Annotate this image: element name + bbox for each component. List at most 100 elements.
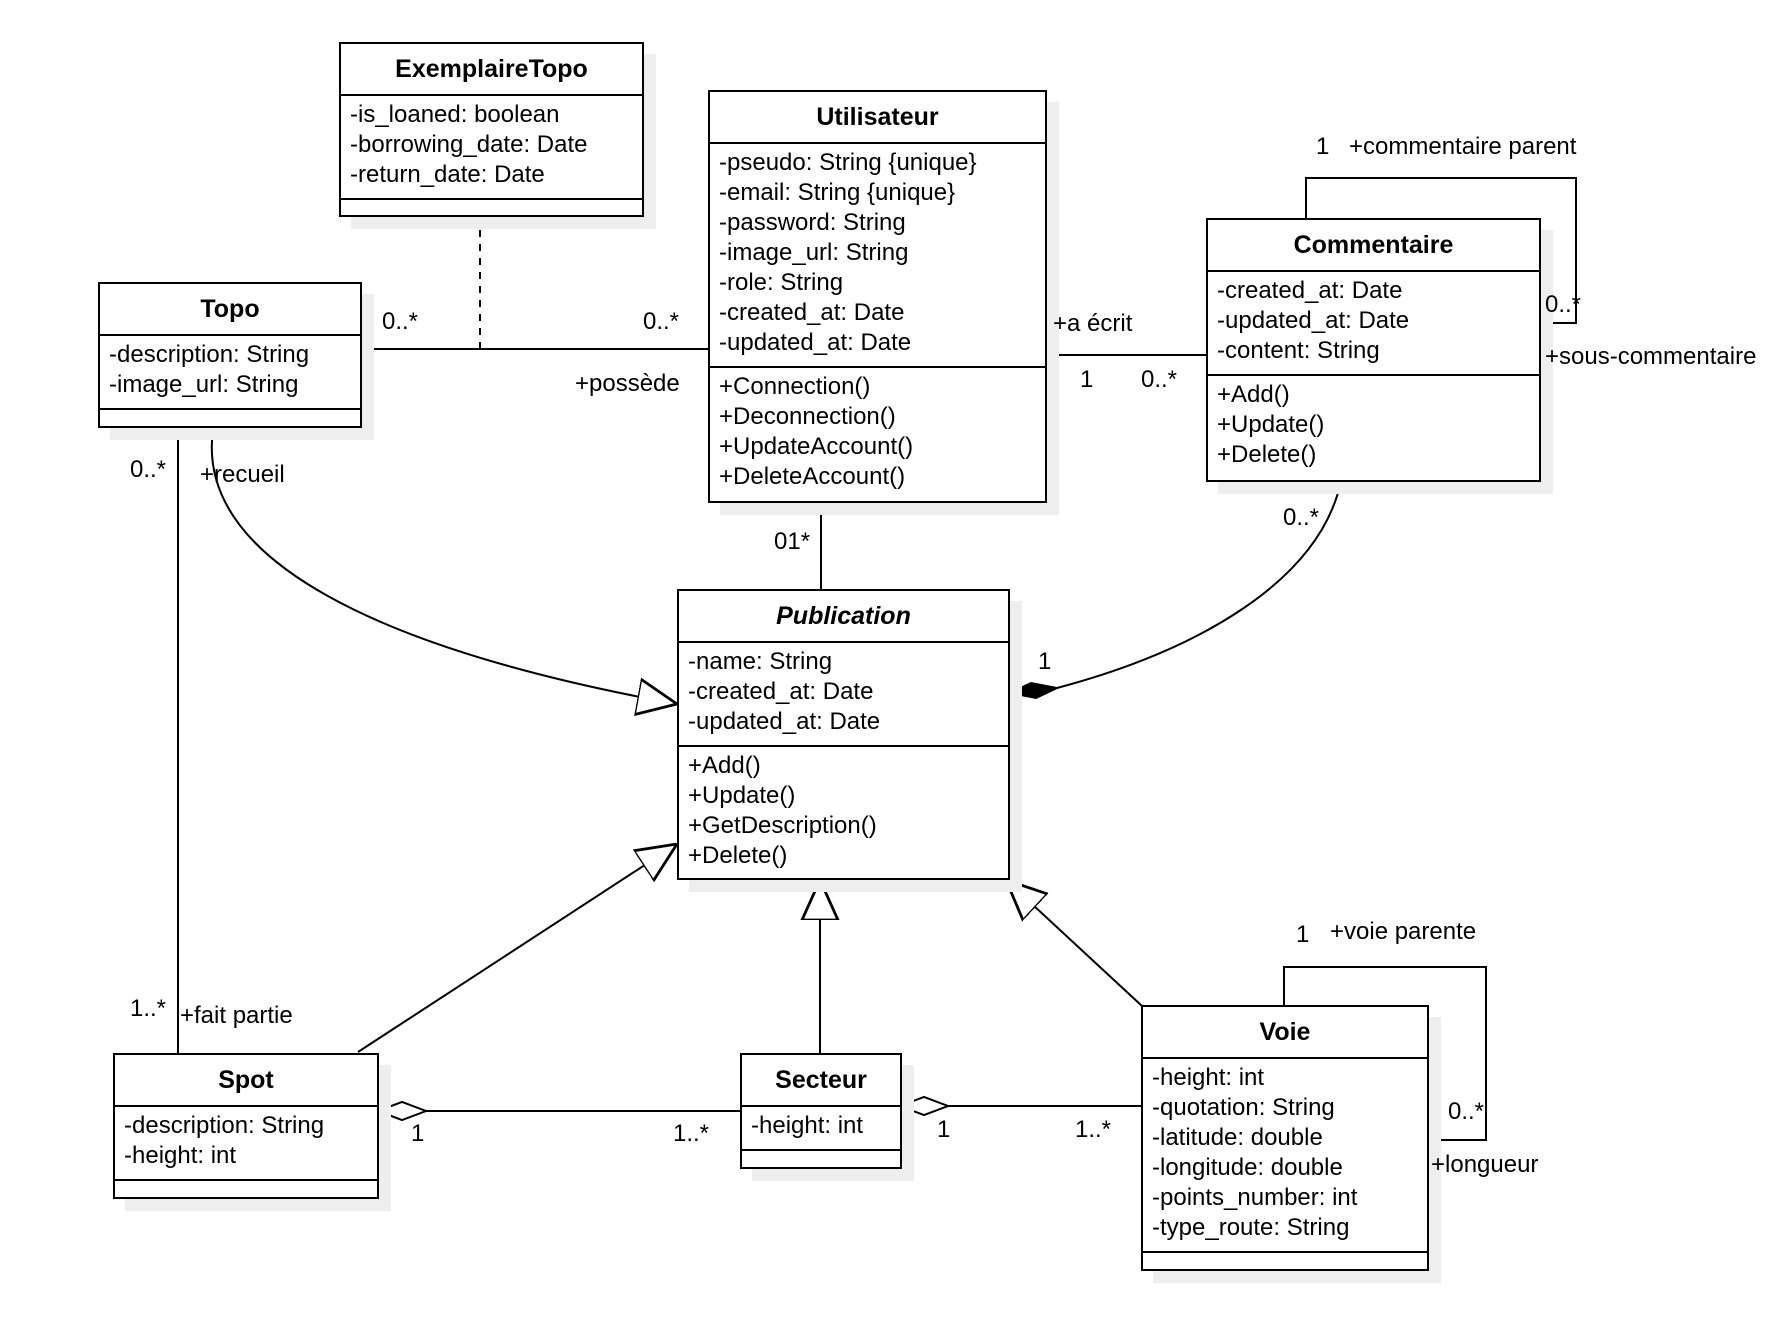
class-name: Voie: [1143, 1007, 1427, 1059]
multiplicity-label: 1..*: [673, 1120, 710, 1147]
class-name: Commentaire: [1208, 220, 1539, 272]
role-label: +recueil: [200, 461, 285, 488]
multiplicity-label: 1..*: [130, 995, 167, 1022]
class-secteur[interactable]: Secteur -height: int: [740, 1053, 902, 1169]
multiplicity-label: 0..*: [1448, 1098, 1485, 1125]
attribute: -longitude: double: [1152, 1154, 1343, 1181]
voie-publication-generalization-line: [1006, 880, 1143, 1007]
method: +Deconnection(): [719, 403, 896, 430]
multiplicity-label: 1: [411, 1120, 425, 1147]
role-label: +fait partie: [180, 1002, 293, 1029]
class-voie[interactable]: Voie -height: int -quotation: String -la…: [1141, 1005, 1429, 1271]
topo-publication-generalization-line: [210, 429, 677, 704]
attribute: -height: int: [124, 1142, 237, 1169]
attributes-section: -is_loaned: boolean -borrowing_date: Dat…: [341, 96, 642, 200]
methods-section: [115, 1181, 377, 1197]
attribute: -updated_at: Date: [688, 708, 881, 735]
attribute: -height: int: [1152, 1064, 1265, 1091]
method: +Add(): [1217, 381, 1290, 408]
multiplicity-label: 0..*: [643, 308, 680, 335]
attribute: -image_url: String: [109, 371, 299, 398]
attribute: -updated_at: Date: [719, 329, 912, 356]
methods-section: +Add() +Update() +Delete(): [1208, 376, 1539, 478]
attribute: -created_at: Date: [1217, 277, 1403, 304]
attribute: -content: String: [1217, 337, 1380, 364]
method: +UpdateAccount(): [719, 433, 914, 460]
multiplicity-label: 0..*: [130, 456, 167, 483]
attributes-section: -height: int -quotation: String -latitud…: [1143, 1059, 1427, 1253]
attribute: -description: String: [124, 1112, 325, 1139]
methods-section: [100, 410, 360, 426]
attributes-section: -description: String -height: int: [115, 1107, 377, 1181]
methods-section: [742, 1151, 900, 1167]
class-topo[interactable]: Topo -description: String -image_url: St…: [98, 282, 362, 428]
attributes-section: -description: String -image_url: String: [100, 336, 360, 410]
multiplicity-label: 01*: [774, 528, 811, 555]
attribute: -quotation: String: [1152, 1094, 1335, 1121]
attribute: -created_at: Date: [719, 299, 905, 326]
role-label: +possède: [575, 370, 680, 397]
role-label: +longueur: [1431, 1151, 1539, 1178]
multiplicity-label: 0..*: [1545, 291, 1582, 318]
methods-section: +Connection() +Deconnection() +UpdateAcc…: [710, 368, 1045, 500]
class-utilisateur[interactable]: Utilisateur -pseudo: String {unique} -em…: [708, 90, 1047, 503]
multiplicity-label: 0..*: [1141, 366, 1178, 393]
attribute: -type_route: String: [1152, 1214, 1350, 1241]
attribute: -password: String: [719, 209, 906, 236]
attribute: -is_loaned: boolean: [350, 101, 560, 128]
role-label: +a écrit: [1053, 310, 1133, 337]
multiplicity-label: 1: [1296, 921, 1310, 948]
multiplicity-label: 1..*: [1075, 1116, 1112, 1143]
attribute: -height: int: [751, 1112, 864, 1139]
multiplicity-label: 1: [1038, 648, 1052, 675]
class-name: ExemplaireTopo: [341, 44, 642, 96]
attribute: -description: String: [109, 341, 310, 368]
method: +Connection(): [719, 373, 871, 400]
attribute: -pseudo: String {unique}: [719, 149, 977, 176]
class-name: Topo: [100, 284, 360, 336]
attribute: -created_at: Date: [688, 678, 874, 705]
class-commentaire[interactable]: Commentaire -created_at: Date -updated_a…: [1206, 218, 1541, 482]
spot-publication-generalization-line: [357, 844, 677, 1053]
secteur-voie-aggregation-diamond: [897, 1095, 951, 1117]
attribute: -borrowing_date: Date: [350, 131, 588, 158]
class-name: Secteur: [742, 1055, 900, 1107]
attribute: -image_url: String: [719, 239, 909, 266]
composition-diamond: [1006, 681, 1061, 700]
multiplicity-label: 1: [1316, 133, 1330, 160]
multiplicity-label: 1: [1080, 366, 1094, 393]
method: +Delete(): [1217, 441, 1317, 468]
class-name: Publication: [679, 591, 1008, 643]
class-exemplaire-topo[interactable]: ExemplaireTopo -is_loaned: boolean -borr…: [339, 42, 644, 217]
attribute: -name: String: [688, 648, 833, 675]
attributes-section: -created_at: Date -updated_at: Date -con…: [1208, 272, 1539, 376]
class-publication[interactable]: Publication -name: String -created_at: D…: [677, 589, 1010, 880]
attributes-section: -pseudo: String {unique} -email: String …: [710, 144, 1045, 368]
method: +Update(): [1217, 411, 1325, 438]
attribute: -updated_at: Date: [1217, 307, 1410, 334]
attribute: -role: String: [719, 269, 844, 296]
class-name: Spot: [115, 1055, 377, 1107]
role-label: +commentaire parent: [1349, 133, 1577, 160]
method: +Delete(): [688, 842, 788, 869]
methods-section: [341, 200, 642, 216]
commentaire-self-association-line: [1305, 177, 1577, 324]
method: +Update(): [688, 782, 796, 809]
multiplicity-label: 1: [937, 1116, 951, 1143]
method: +DeleteAccount(): [719, 463, 906, 490]
voie-self-association-line: [1283, 966, 1487, 1141]
attributes-section: -height: int: [742, 1107, 900, 1151]
method: +GetDescription(): [688, 812, 877, 839]
attribute: -points_number: int: [1152, 1184, 1358, 1211]
attribute: -latitude: double: [1152, 1124, 1323, 1151]
attribute: -return_date: Date: [350, 161, 545, 188]
class-name: Utilisateur: [710, 92, 1045, 144]
role-label: +sous-commentaire: [1545, 343, 1757, 370]
attributes-section: -name: String -created_at: Date -updated…: [679, 643, 1008, 747]
commentaire-publication-composition-line: [1056, 480, 1342, 689]
multiplicity-label: 0..*: [1283, 504, 1320, 531]
method: +Add(): [688, 752, 761, 779]
attribute: -email: String {unique}: [719, 179, 956, 206]
class-spot[interactable]: Spot -description: String -height: int: [113, 1053, 379, 1199]
